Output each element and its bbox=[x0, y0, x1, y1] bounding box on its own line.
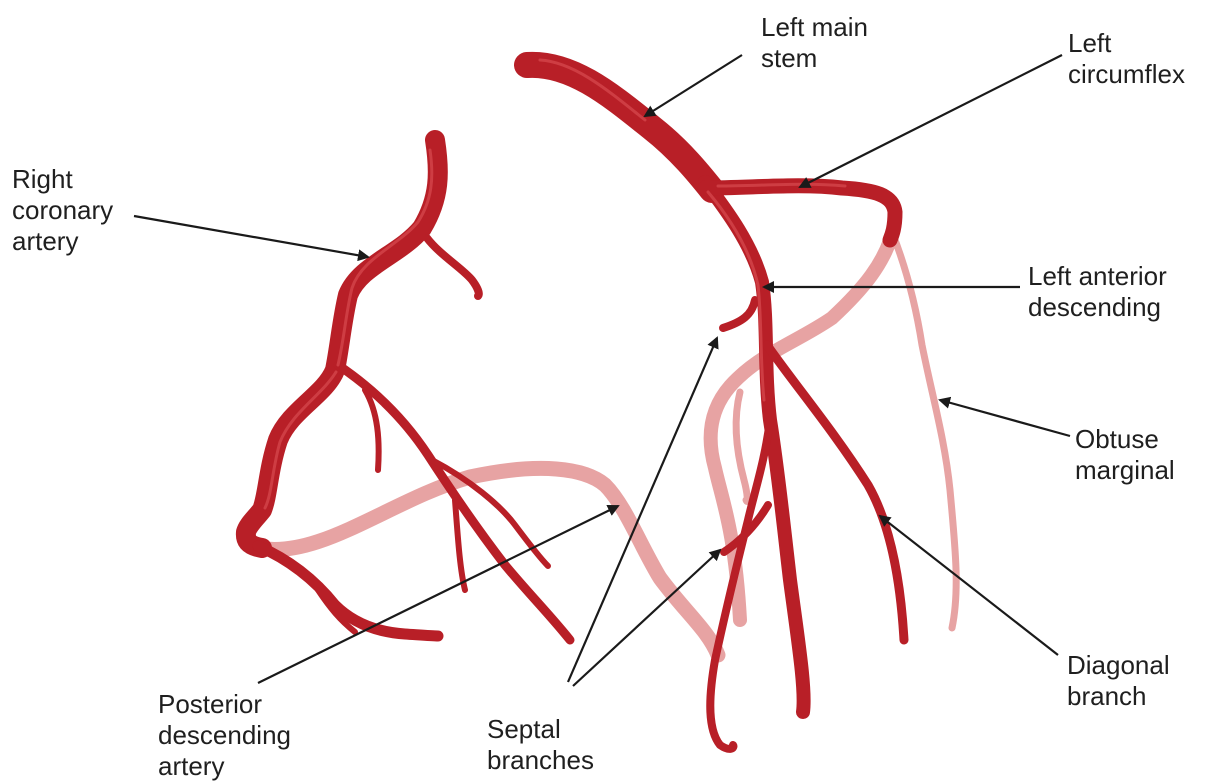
label-diagonal-branch: Diagonal branch bbox=[1067, 650, 1170, 712]
arrow-left-main-stem bbox=[645, 55, 742, 116]
label-septal-branches: Septal branches bbox=[487, 714, 594, 776]
rca-side-branch bbox=[427, 238, 479, 296]
septal-branch-upper bbox=[723, 300, 755, 328]
arrow-left-circumflex bbox=[800, 55, 1062, 187]
arrow-right-coronary-artery bbox=[134, 216, 368, 257]
left-main-stem-vessel bbox=[527, 65, 712, 190]
label-left-anterior-descending: Left anterior descending bbox=[1028, 261, 1167, 323]
label-posterior-descending-artery: Posterior descending artery bbox=[158, 689, 291, 782]
label-left-circumflex: Left circumflex bbox=[1068, 28, 1185, 90]
front-vessels bbox=[246, 65, 904, 749]
vessel-highlights bbox=[265, 60, 845, 508]
label-right-coronary-artery: Right coronary artery bbox=[12, 164, 113, 257]
rca-branch-1a bbox=[365, 390, 379, 470]
arrow-obtuse-marginal bbox=[940, 400, 1070, 436]
label-left-main-stem: Left main stem bbox=[761, 12, 868, 74]
arrow-posterior-descending bbox=[258, 506, 618, 683]
label-obtuse-marginal: Obtuse marginal bbox=[1075, 424, 1175, 486]
circumflex-rear-sub-branch bbox=[736, 392, 747, 501]
